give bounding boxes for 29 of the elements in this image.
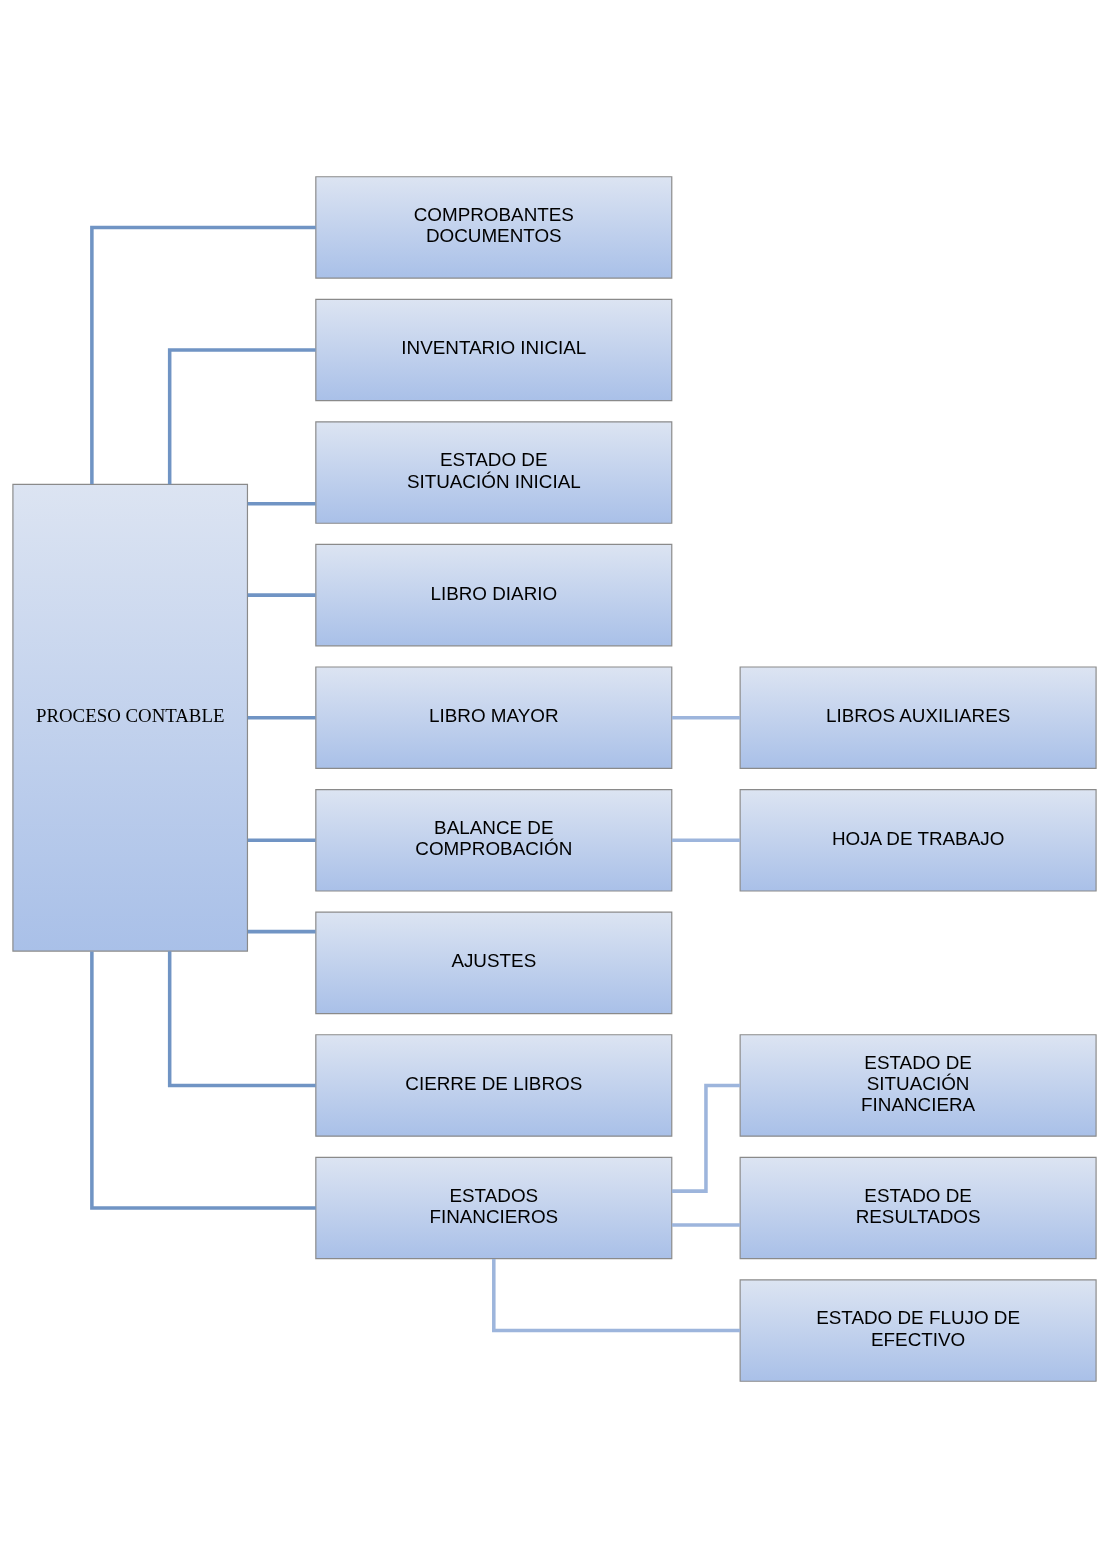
connector	[671, 1222, 741, 1227]
connector	[167, 347, 316, 484]
connector	[247, 929, 316, 933]
node-box: CIERRE DE LIBROS	[315, 1033, 673, 1137]
connector	[671, 1083, 741, 1193]
connector	[247, 838, 316, 842]
connector	[247, 501, 316, 506]
node-box: ESTADO DE FLUJO DE EFECTIVO	[739, 1278, 1097, 1382]
node-box: HOJA DE TRABAJO	[739, 788, 1097, 892]
node-box: ESTADO DE SITUACIÓN FINANCIERA	[739, 1033, 1097, 1137]
connector	[247, 715, 316, 719]
node-box: PROCESO CONTABLE	[12, 483, 249, 952]
node-box: LIBROS AUXILIARES	[739, 665, 1097, 769]
connector	[90, 225, 316, 484]
node-box: LIBRO DIARIO	[315, 543, 673, 646]
node-box: AJUSTES	[315, 911, 673, 1014]
node-box: ESTADO DE RESULTADOS	[739, 1156, 1097, 1259]
connector	[671, 715, 741, 719]
connector	[671, 838, 741, 842]
node-box: INVENTARIO INICIAL	[315, 298, 673, 401]
connector	[247, 592, 316, 597]
node-box: ESTADOS FINANCIEROS	[315, 1156, 673, 1259]
connector	[167, 950, 316, 1087]
node-box: ESTADO DE SITUACIÓN INICIAL	[315, 420, 673, 524]
node-box: BALANCE DE COMPROBACIÓN	[315, 788, 673, 892]
connector	[90, 950, 316, 1210]
node-box: LIBRO MAYOR	[315, 665, 673, 769]
connector	[492, 1258, 740, 1332]
node-box: COMPROBANTES DOCUMENTOS	[315, 175, 673, 279]
